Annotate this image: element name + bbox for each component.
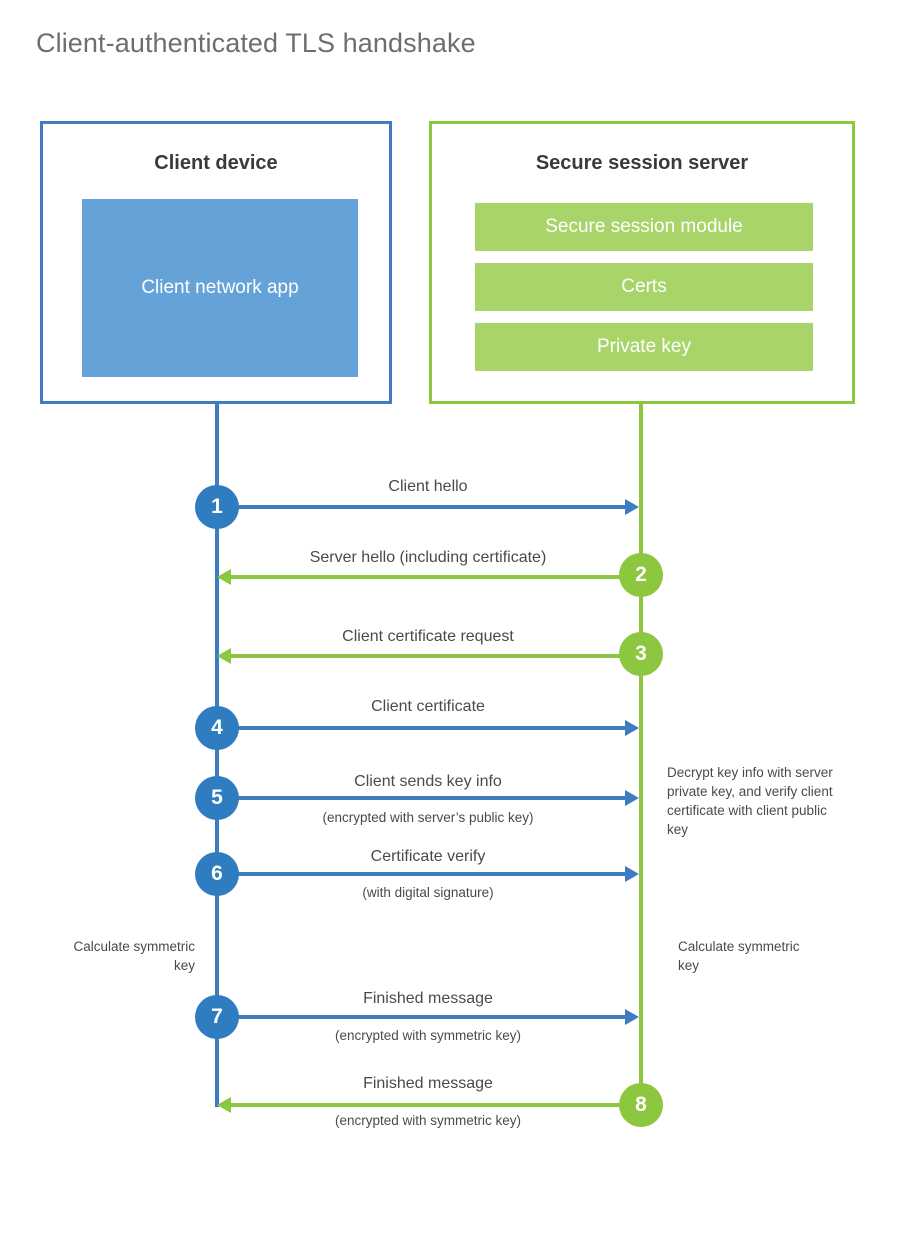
client-network-app-label: Client network app: [141, 276, 299, 298]
step-8-arrow: [217, 1097, 640, 1113]
step-8-label: Finished message: [363, 1075, 493, 1092]
server-lifeline: [639, 404, 643, 1107]
client-device-title: Client device: [154, 152, 278, 174]
step-7-arrow: [217, 1009, 639, 1025]
arrowhead-left-icon: [217, 648, 231, 664]
step-badge-5[interactable]: 5: [195, 776, 239, 820]
step-1-arrow: [217, 499, 639, 515]
step-5-label: Client sends key info: [354, 773, 502, 790]
server-component-certs: Certs: [475, 263, 813, 311]
step-badge-6[interactable]: 6: [195, 852, 239, 896]
step-badge-7[interactable]: 7: [195, 995, 239, 1039]
server-decrypt-note: Decrypt key info with server private key…: [667, 765, 833, 838]
step-badge-4[interactable]: 4: [195, 706, 239, 750]
client-network-app-block: Client network app: [82, 199, 358, 377]
step-4-label: Client certificate: [371, 698, 485, 715]
arrowhead-right-icon: [625, 866, 639, 882]
step-7-label: Finished message: [363, 990, 493, 1007]
step-4-arrow: [217, 720, 639, 736]
step-1-label: Client hello: [388, 478, 468, 495]
step-3-arrow: [217, 648, 640, 664]
client-calculate-symmetric-key-note: Calculate symmetric key: [73, 939, 195, 974]
arrowhead-right-icon: [625, 790, 639, 806]
step-5-sublabel: (encrypted with server’s public key): [322, 810, 534, 825]
step-6-sublabel: (with digital signature): [362, 885, 494, 900]
step-5-arrow: [217, 790, 639, 806]
page-title: Client-authenticated TLS handshake: [36, 28, 476, 58]
arrowhead-right-icon: [625, 1009, 639, 1025]
server-component-list: Secure session module Certs Private key: [475, 203, 813, 371]
step-7-sublabel: (encrypted with symmetric key): [334, 1028, 522, 1043]
step-8-sublabel: (encrypted with symmetric key): [334, 1113, 522, 1128]
step-badge-1[interactable]: 1: [195, 485, 239, 529]
server-component-private-key: Private key: [475, 323, 813, 371]
secure-session-server-box: Secure session server Secure session mod…: [429, 121, 855, 404]
arrowhead-right-icon: [625, 720, 639, 736]
server-calculate-symmetric-key-note: Calculate symmetric key: [678, 939, 800, 974]
step-6-arrow: [217, 866, 639, 882]
secure-session-server-title: Secure session server: [535, 152, 749, 174]
arrowhead-left-icon: [217, 569, 231, 585]
step-6-label: Certificate verify: [370, 848, 486, 865]
step-badge-2[interactable]: 2: [619, 553, 663, 597]
server-component-secure-session-module: Secure session module: [475, 203, 813, 251]
client-device-box: Client device Client network app: [40, 121, 392, 404]
client-lifeline: [215, 404, 219, 1107]
step-badge-3[interactable]: 3: [619, 632, 663, 676]
step-2-arrow: [217, 569, 640, 585]
step-3-label: Client certificate request: [342, 628, 514, 645]
step-2-label: Server hello (including certificate): [309, 549, 547, 566]
arrowhead-right-icon: [625, 499, 639, 515]
step-badge-8[interactable]: 8: [619, 1083, 663, 1127]
arrowhead-left-icon: [217, 1097, 231, 1113]
